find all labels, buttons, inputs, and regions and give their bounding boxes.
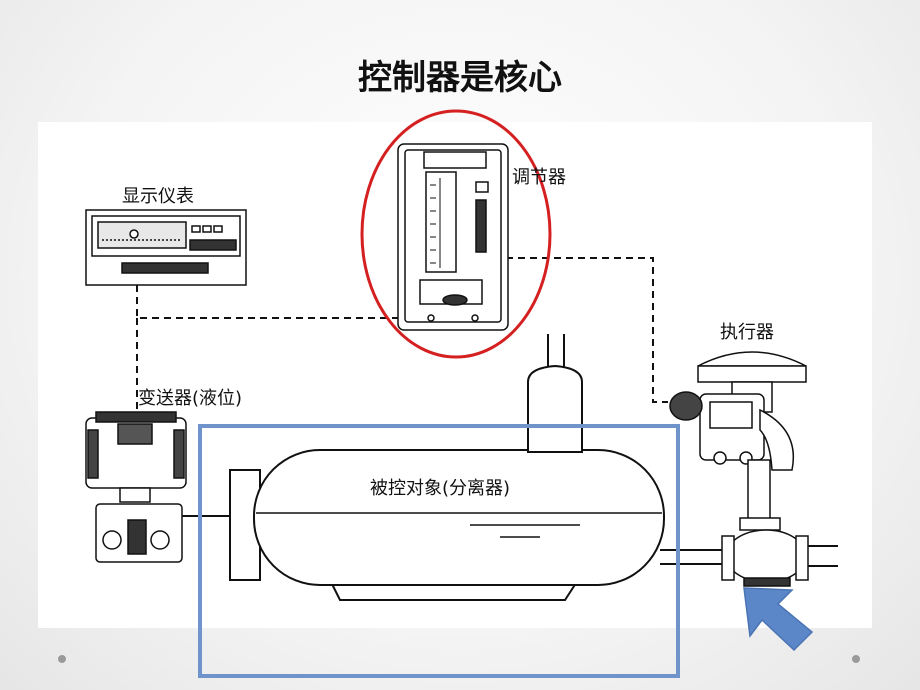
label-controller: 调节器 <box>512 167 566 188</box>
slide-dot-left <box>58 655 66 663</box>
level-transmitter-icon <box>85 411 187 563</box>
pipes <box>180 334 838 567</box>
pointer-arrow-icon <box>743 587 814 652</box>
controller-panel-icon <box>397 143 509 331</box>
separator-tank-icon <box>229 364 665 601</box>
label-process: 被控对象(分离器) <box>370 478 511 499</box>
label-display: 显示仪表 <box>122 186 194 207</box>
slide-dot-right <box>852 655 860 663</box>
label-actuator: 执行器 <box>720 322 774 343</box>
process-highlight-box <box>198 424 680 678</box>
label-transmitter: 变送器(液位) <box>138 388 243 409</box>
page-title: 控制器是核心 <box>358 58 562 98</box>
valve-actuator-icon <box>669 351 809 587</box>
controller-highlight <box>360 109 552 359</box>
signal-lines <box>136 257 668 410</box>
display-meter-icon <box>85 209 247 286</box>
